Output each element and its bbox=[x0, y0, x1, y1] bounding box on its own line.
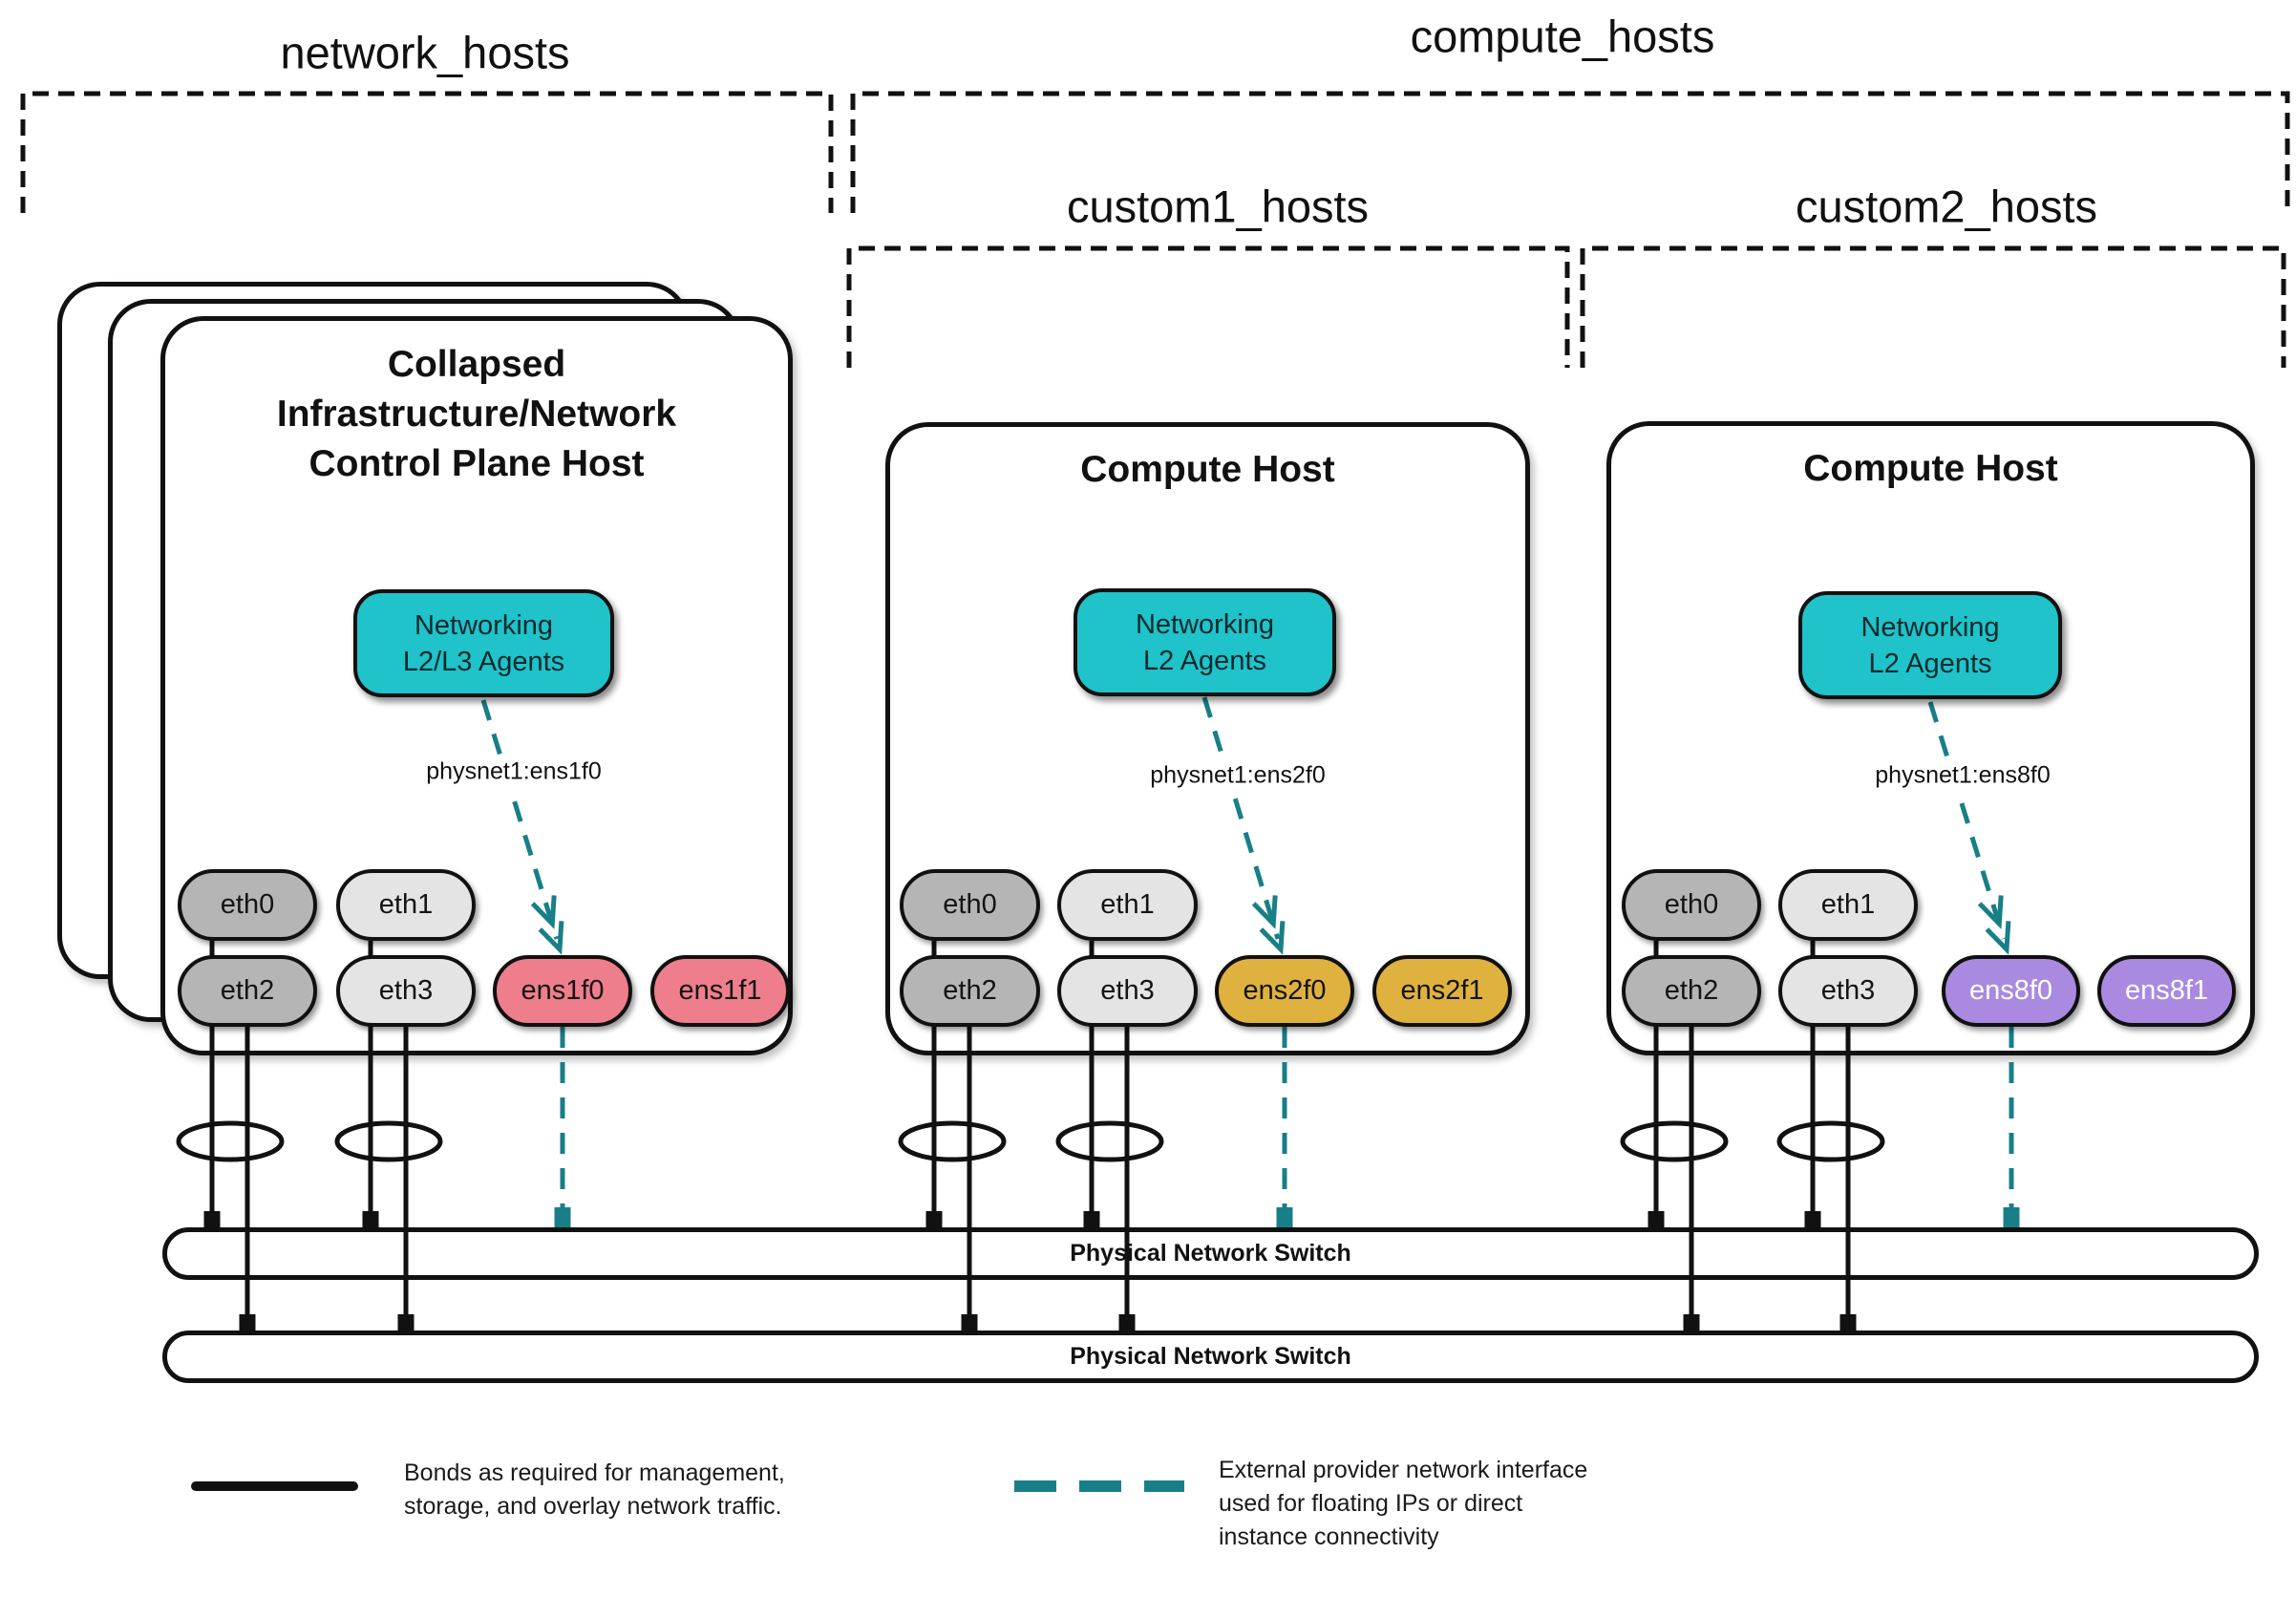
legend-bonds-text: Bonds as required for management, storag… bbox=[404, 1457, 785, 1523]
provider-network-line bbox=[1927, 701, 2007, 940]
switch-label: Physical Network Switch bbox=[1070, 1240, 1351, 1267]
nic-pill-eth3: eth3 bbox=[336, 955, 476, 1027]
switch-port-connector bbox=[362, 1211, 379, 1227]
switch-port-connector bbox=[1083, 1211, 1100, 1227]
control-plane-host-title-line2: Infrastructure/Network bbox=[276, 394, 677, 435]
bond-ellipse bbox=[898, 1120, 1007, 1162]
physnet-label-control-plane: physnet1:ens1f0 bbox=[418, 755, 609, 789]
bond-ellipses bbox=[176, 1120, 1885, 1162]
legend-external-line1: External provider network interface bbox=[1219, 1457, 1588, 1483]
switch-port-connector bbox=[1804, 1211, 1821, 1227]
agents-box-compute-1: Networking L2 Agents bbox=[1074, 588, 1336, 696]
agents-box-line1: Networking bbox=[1135, 608, 1275, 640]
control-plane-host-title-line1: Collapsed bbox=[387, 344, 566, 385]
group-label-custom1-hosts: custom1_hosts bbox=[1066, 181, 1370, 232]
compute-host-2-title: Compute Host bbox=[1803, 448, 2058, 489]
nic-pill-ens1f0: ens1f0 bbox=[493, 955, 632, 1027]
switch-port-connector bbox=[239, 1314, 256, 1331]
nic-pill-eth1: eth1 bbox=[1778, 869, 1918, 941]
compute-host-1-title: Compute Host bbox=[1080, 449, 1335, 490]
nic-pill-eth0: eth0 bbox=[1622, 869, 1761, 941]
provider-port-connector bbox=[2003, 1207, 2020, 1227]
nic-pill-eth1: eth1 bbox=[336, 869, 476, 941]
provider-port-connector bbox=[1276, 1207, 1293, 1227]
nic-pill-eth0: eth0 bbox=[178, 869, 317, 941]
bond-ellipse bbox=[1055, 1120, 1164, 1162]
physical-network-switch-2: Physical Network Switch bbox=[162, 1331, 2259, 1383]
control-plane-host-title-line3: Control Plane Host bbox=[308, 443, 645, 484]
bond-ellipse bbox=[1620, 1120, 1729, 1162]
compute-host-1-box bbox=[885, 422, 1530, 1055]
nic-pill-ens8f0: ens8f0 bbox=[1942, 955, 2080, 1027]
arrowhead-icon bbox=[1253, 895, 1290, 952]
provider-port-connector bbox=[554, 1207, 571, 1227]
group-label-network-hosts: network_hosts bbox=[280, 27, 570, 78]
physical-network-switch-1: Physical Network Switch bbox=[162, 1227, 2259, 1280]
nic-pill-ens2f0: ens2f0 bbox=[1215, 955, 1354, 1027]
legend-external-line3: instance connectivity bbox=[1219, 1523, 1439, 1550]
agents-box-compute-2: Networking L2 Agents bbox=[1798, 591, 2062, 699]
control-plane-host-title: Collapsed Infrastructure/Network Control… bbox=[160, 340, 793, 489]
nic-pill-eth3: eth3 bbox=[1057, 955, 1198, 1027]
nic-pill-eth1: eth1 bbox=[1057, 869, 1198, 941]
physnet-label-compute-2: physnet1:ens8f0 bbox=[1867, 758, 2058, 793]
group-brackets bbox=[20, 91, 2290, 368]
network-hosts-bracket bbox=[20, 91, 834, 213]
legend-external-line2: used for floating IPs or direct bbox=[1219, 1490, 1523, 1517]
switch-port-connector bbox=[1648, 1211, 1665, 1227]
switch-port-connectors bbox=[203, 1211, 1857, 1331]
agents-box-line2: L2 Agents bbox=[1143, 645, 1266, 676]
nic-pill-eth2: eth2 bbox=[178, 955, 317, 1027]
switch-port-connector bbox=[1118, 1314, 1136, 1331]
nic-pill-eth2: eth2 bbox=[1622, 955, 1761, 1027]
arrowhead-icon bbox=[532, 895, 569, 952]
custom2-hosts-bracket bbox=[1580, 245, 2286, 368]
nic-pill-ens8f1: ens8f1 bbox=[2097, 955, 2236, 1027]
bond-ellipse bbox=[334, 1120, 443, 1162]
switch-port-connector bbox=[961, 1314, 978, 1331]
compute-hosts-bracket bbox=[850, 91, 2290, 213]
provider-port-connectors bbox=[554, 1207, 2020, 1227]
bond-ellipse bbox=[1776, 1120, 1885, 1162]
nic-pill-eth3: eth3 bbox=[1778, 955, 1918, 1027]
agents-box-control-plane: Networking L2/L3 Agents bbox=[353, 589, 614, 697]
arrowhead-icon bbox=[1979, 895, 2016, 952]
switch-port-connector bbox=[1839, 1314, 1857, 1331]
provider-network-lines bbox=[480, 696, 2014, 1211]
legend-bonds-line2: storage, and overlay network traffic. bbox=[404, 1493, 782, 1520]
nic-pill-eth2: eth2 bbox=[900, 955, 1040, 1027]
nic-pill-eth0: eth0 bbox=[900, 869, 1040, 941]
switch-port-connector bbox=[1683, 1314, 1700, 1331]
provider-network-line bbox=[480, 699, 560, 940]
custom1-hosts-bracket bbox=[846, 245, 1570, 368]
agents-box-line2: L2/L3 Agents bbox=[402, 646, 565, 677]
switch-port-connector bbox=[397, 1314, 415, 1331]
nic-pill-ens2f1: ens2f1 bbox=[1372, 955, 1512, 1027]
legend-external-text: External provider network interface used… bbox=[1219, 1454, 1587, 1554]
group-label-compute-hosts: compute_hosts bbox=[1410, 11, 1715, 62]
switch-port-connector bbox=[925, 1211, 943, 1227]
agents-box-line2: L2 Agents bbox=[1868, 648, 1992, 679]
agents-box-line1: Networking bbox=[414, 609, 554, 641]
bond-ellipse bbox=[176, 1120, 285, 1162]
agents-box-line1: Networking bbox=[1860, 611, 2000, 643]
legend-bonds-line1: Bonds as required for management, bbox=[404, 1459, 785, 1486]
switch-label: Physical Network Switch bbox=[1070, 1343, 1351, 1370]
group-label-custom2-hosts: custom2_hosts bbox=[1795, 181, 2098, 232]
nic-pill-ens1f1: ens1f1 bbox=[650, 955, 790, 1027]
compute-host-2-box bbox=[1606, 421, 2255, 1055]
provider-network-line bbox=[1201, 696, 1281, 940]
switch-port-connector bbox=[203, 1211, 221, 1227]
physnet-label-compute-1: physnet1:ens2f0 bbox=[1142, 758, 1333, 793]
